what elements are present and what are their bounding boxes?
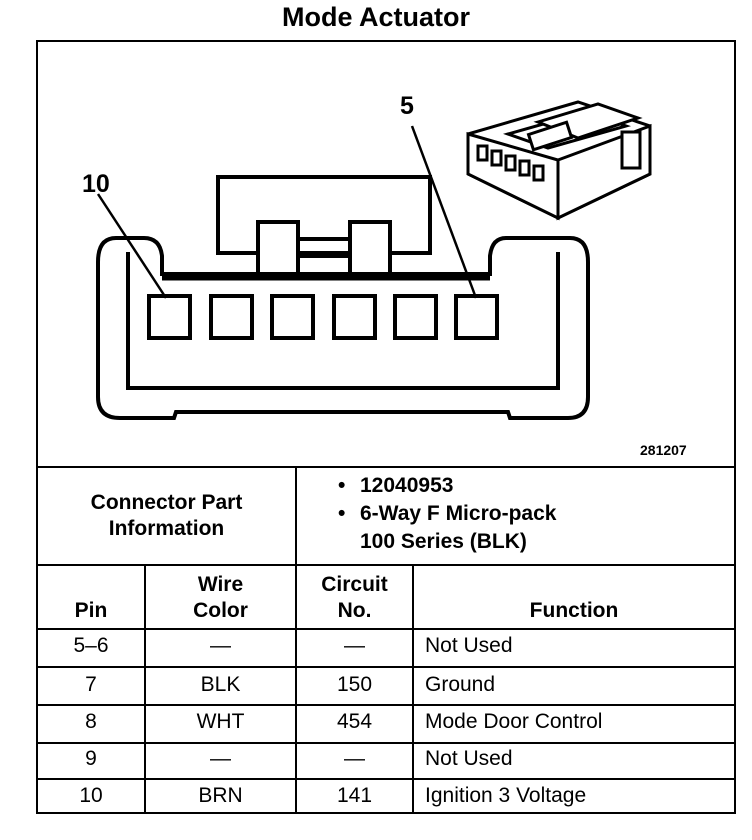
cavity-8 — [270, 294, 315, 340]
leader-line-5 — [410, 125, 478, 299]
cavity-10 — [147, 294, 192, 340]
row-divider-3 — [38, 742, 734, 744]
cell-circuit: 141 — [336, 784, 373, 807]
part-number-line: •12040953 — [338, 474, 454, 497]
latch-tab-right — [348, 220, 392, 282]
cell-function: Ground — [425, 673, 496, 696]
header-circuit-no: Circuit No. — [321, 573, 388, 622]
cavity-9 — [209, 294, 254, 340]
header-wire-color: Wire Color — [193, 573, 248, 622]
cell-circuit: — — [344, 634, 365, 657]
page-title: Mode Actuator — [282, 2, 470, 32]
latch-tab-left — [256, 220, 300, 282]
pin-label-right: 5 — [400, 92, 414, 120]
divider-info — [38, 564, 734, 566]
cell-function: Not Used — [425, 634, 513, 657]
divider-header — [38, 628, 734, 630]
latch-housing — [216, 175, 432, 255]
connector-part-info: •12040953 •6-Way F Micro-pack 100 Series… — [338, 472, 556, 556]
connector-description-cont: 100 Series (BLK) — [360, 530, 527, 553]
cavity-6 — [393, 294, 438, 340]
cell-pin: 7 — [85, 673, 97, 696]
cell-pin: 9 — [85, 747, 97, 770]
leader-line-10 — [96, 193, 168, 299]
cavity-5 — [454, 294, 499, 340]
connector-part-info-label: Connector Part Information — [90, 491, 243, 540]
cell-pin: 10 — [79, 784, 103, 807]
connector-diagram: 10 5 281207 — [38, 42, 734, 466]
cell-wire-color: WHT — [196, 710, 245, 733]
cell-circuit: — — [344, 747, 365, 770]
row-divider-2 — [38, 704, 734, 706]
cavity-7 — [332, 294, 377, 340]
col-divider-pin — [144, 564, 146, 812]
description-line: •6-Way F Micro-pack — [338, 502, 557, 525]
connector-iso-thumbnail — [466, 100, 652, 221]
connector-face-drawing — [96, 100, 652, 420]
divider-diagram — [38, 466, 734, 468]
col-divider-wire — [295, 564, 297, 812]
header-function: Function — [529, 599, 619, 622]
cell-circuit: 454 — [336, 710, 373, 733]
cell-wire-color: — — [210, 747, 231, 770]
cell-function: Not Used — [425, 747, 513, 770]
connector-frame: 10 5 281207 Connector Part Information •… — [36, 40, 736, 814]
row-divider-4 — [38, 778, 734, 780]
cell-circuit: 150 — [336, 673, 373, 696]
cell-function: Ignition 3 Voltage — [425, 784, 587, 807]
cell-wire-color: BLK — [200, 673, 241, 696]
row-divider-1 — [38, 666, 734, 668]
cell-pin: 8 — [85, 710, 97, 733]
diagram-number: 281207 — [640, 442, 687, 458]
header-pin: Pin — [74, 599, 108, 622]
cell-pin: 5–6 — [73, 634, 109, 657]
pin-label-left: 10 — [82, 170, 110, 198]
cell-wire-color: BRN — [198, 784, 243, 807]
connector-description: 6-Way F Micro-pack — [360, 502, 557, 525]
part-number: 12040953 — [360, 474, 454, 497]
cell-function: Mode Door Control — [425, 710, 603, 733]
cell-wire-color: — — [210, 634, 231, 657]
info-col-divider — [295, 466, 297, 566]
col-divider-circuit — [412, 564, 414, 812]
